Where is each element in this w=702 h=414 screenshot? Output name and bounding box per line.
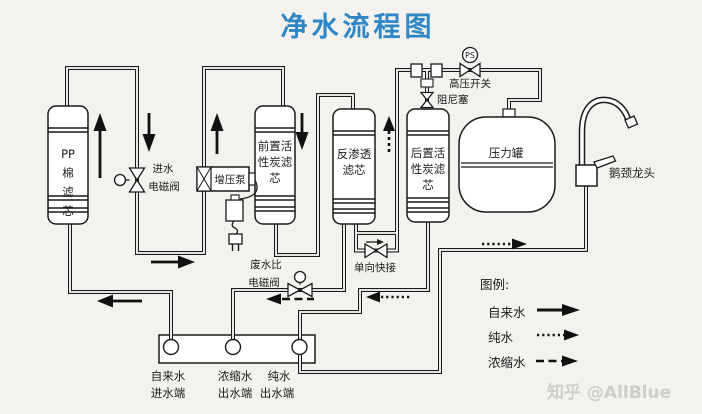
- pre-carbon-label: 前置活: [258, 139, 293, 153]
- port-pure-out: [291, 338, 308, 356]
- waste-ratio-solenoid-valve: [287, 270, 313, 298]
- tap-in-label-1: 自来水: [151, 369, 186, 383]
- pre-carbon-filter: 前置活 性炭滤 芯: [254, 105, 296, 225]
- svg-text:滤芯: 滤芯: [343, 163, 366, 177]
- port-labels: 自来水 进水端 浓缩水 出水端 纯水 出水端: [151, 369, 295, 400]
- pressure-tank-label: 压力罐: [489, 146, 524, 160]
- pp-filter-label: PP: [61, 147, 75, 161]
- svg-text:芯: 芯: [269, 171, 281, 185]
- faucet-base: [575, 164, 598, 187]
- inlet-solenoid-valve: [113, 167, 146, 193]
- gooseneck-faucet: [575, 96, 639, 187]
- pressure-tank: 压力罐: [458, 108, 556, 213]
- booster-pump-label: 增压泵: [214, 173, 246, 186]
- ro-filter: 反渗透 滤芯: [332, 108, 376, 225]
- post-carbon-filter: 后置活 性炭滤 芯: [406, 108, 450, 223]
- pipes-inner: [66, 67, 587, 373]
- tap-in-label-2: 进水端: [151, 386, 186, 400]
- legend-item-tap: 自来水: [488, 305, 526, 320]
- pp-filter: PP 棉 滤 芯: [47, 105, 89, 225]
- pure-out-label-2: 出水端: [260, 386, 295, 400]
- pump-power-wire: [239, 179, 258, 200]
- check-valve: [364, 239, 388, 259]
- ro-filter-label: 反渗透: [337, 147, 372, 161]
- damper-plug: [410, 63, 443, 109]
- page-title: 净水流程图: [281, 12, 436, 43]
- svg-text:芯: 芯: [62, 204, 74, 218]
- port-tap-in: [162, 338, 180, 356]
- port-concentrate-out: [224, 338, 242, 356]
- post-carbon-label: 后置活: [411, 146, 446, 160]
- flow-arrows: [93, 113, 527, 308]
- ps-gauge: [461, 46, 479, 64]
- ps-gauge-label: PS: [465, 51, 475, 60]
- tap-water-arrows: [93, 113, 309, 308]
- inlet-valve-label-2: 电磁阀: [148, 180, 180, 193]
- pump-plug: [228, 233, 243, 245]
- svg-text:滤: 滤: [62, 185, 74, 199]
- faucet-lever: [593, 155, 617, 169]
- svg-text:芯: 芯: [422, 178, 434, 192]
- faucet-spout-tip: [624, 115, 639, 129]
- booster-pump: 增压泵: [196, 166, 258, 251]
- waste-valve-label-1: 废水比: [250, 258, 282, 271]
- legend-item-concentrate: 浓缩水: [488, 355, 526, 370]
- watermark: 知乎 @AllBlue: [546, 382, 671, 403]
- svg-text:性炭滤: 性炭滤: [258, 155, 293, 169]
- damper-plug-label: 阻尼塞: [437, 93, 469, 106]
- inlet-valve-label-1: 进水: [153, 163, 174, 175]
- concentrate-out-label-2: 出水端: [218, 386, 253, 400]
- high-pressure-switch-label: 高压开关: [449, 77, 491, 90]
- concentrate-arrows: [266, 293, 314, 305]
- svg-text:棉: 棉: [62, 166, 74, 180]
- concentrate-out-label-1: 浓缩水: [218, 369, 253, 383]
- pure-out-label-1: 纯水: [268, 369, 291, 383]
- faucet-label: 鹅颈龙头: [609, 166, 655, 180]
- high-pressure-switch: PS: [459, 46, 481, 78]
- svg-text:性炭滤: 性炭滤: [411, 162, 446, 176]
- legend: 图例: 自来水 纯水 浓缩水: [480, 277, 580, 370]
- manifold-ports: [162, 338, 308, 356]
- check-valve-label: 单向快接: [354, 261, 396, 274]
- legend-title: 图例:: [480, 277, 509, 292]
- waste-valve-label-2: 电磁阀: [248, 276, 280, 289]
- pure-water-arrows: [366, 116, 527, 303]
- legend-item-pure: 纯水: [488, 330, 514, 345]
- pump-transformer: [225, 199, 244, 222]
